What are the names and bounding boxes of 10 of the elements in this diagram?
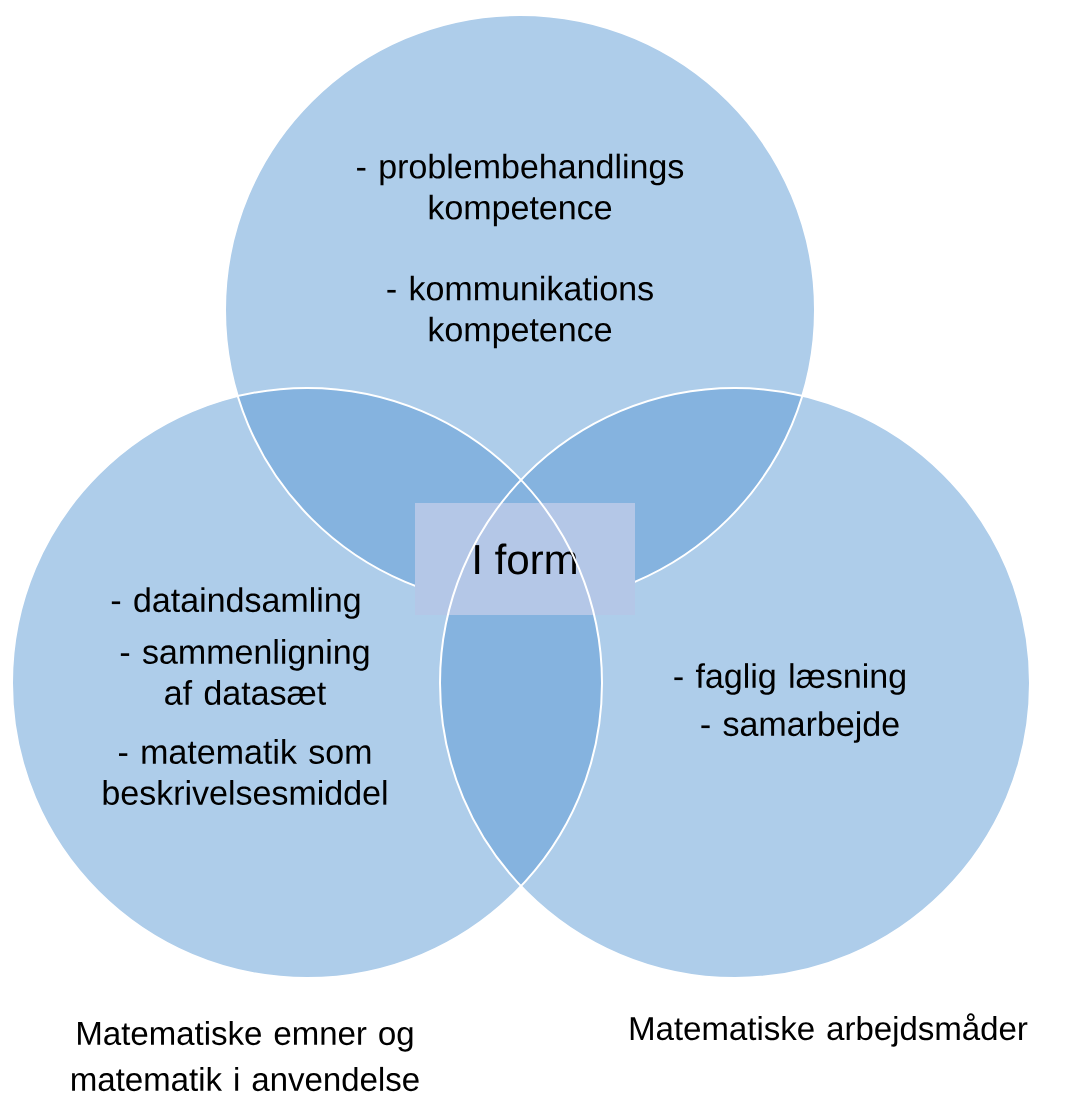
circle-text: - faglig læsning [674, 663, 905, 695]
circle-text: - problembehandlings kompetence [357, 153, 684, 227]
circle-text: - kommunikations kompetence [387, 275, 653, 349]
circle-text: - sammenligning af datasæt [120, 639, 369, 705]
circle-text: - matematik som beskrivelsesmiddel [103, 739, 387, 805]
circle-text: - dataindsamling [111, 587, 360, 619]
circle-caption: Matematiske emner og matematik i anvendelse [72, 1020, 419, 1092]
center-box: I form [415, 503, 635, 615]
circle-caption: Matematiske arbejdsmåder [630, 1013, 1028, 1047]
circle-text: - samarbejde [701, 711, 899, 743]
